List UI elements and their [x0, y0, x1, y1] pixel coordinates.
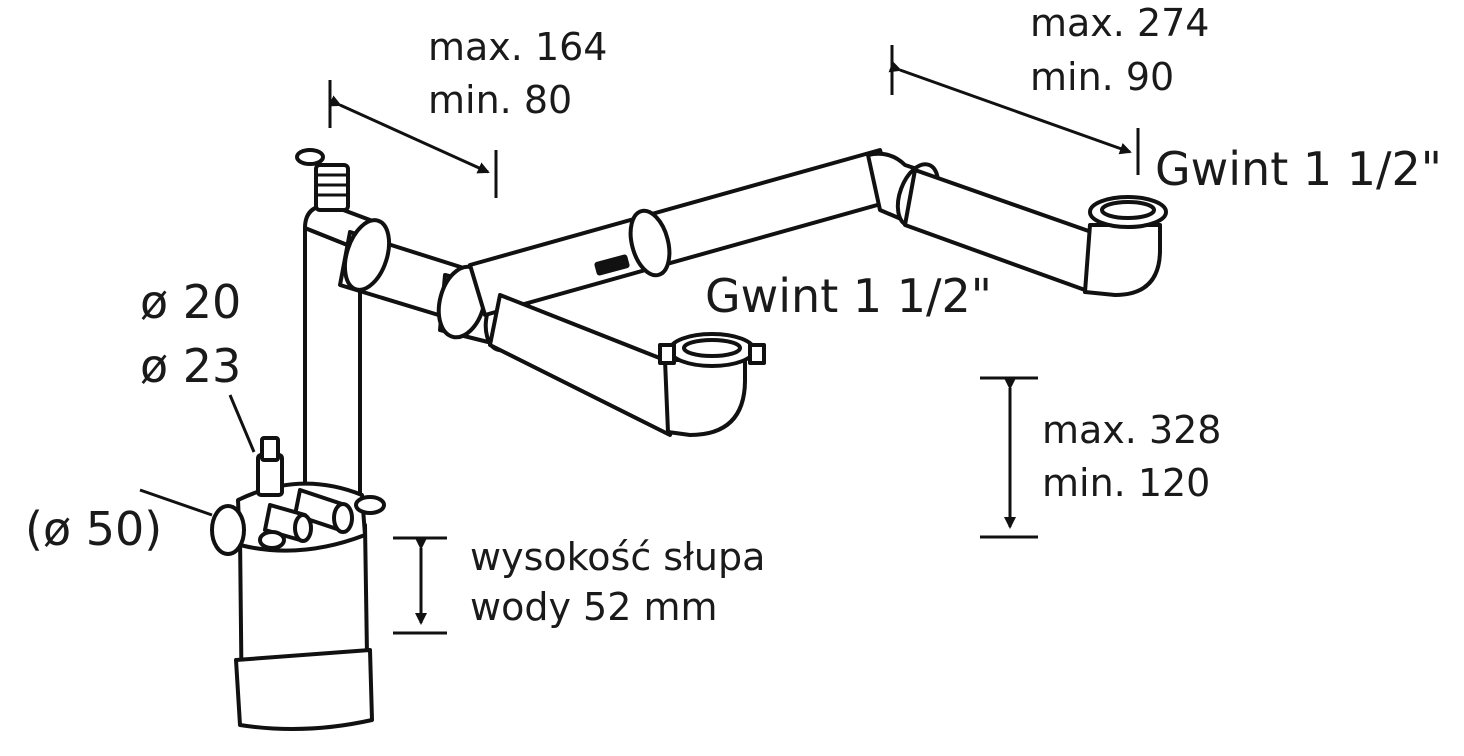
- height-max-label: max. 328: [1042, 408, 1221, 452]
- dimension-lines: [139, 45, 1140, 635]
- diameter-20-label: ø 20: [140, 275, 241, 329]
- left-span-arrow: [328, 95, 490, 174]
- right-thread-label: Gwint 1 1/2": [1155, 142, 1442, 196]
- diameter-23-label: ø 23: [140, 339, 241, 393]
- diameter-leader-line: [228, 394, 256, 453]
- right-span-min-label: min. 90: [1030, 55, 1174, 99]
- middle-thread-label: Gwint 1 1/2": [705, 269, 992, 323]
- right-span-max-label: max. 274: [1030, 1, 1209, 45]
- siphon-illustration: [210, 148, 1168, 731]
- height-min-label: min. 120: [1042, 461, 1210, 505]
- right-span-arrow: [888, 60, 1132, 155]
- left-span-min-label: min. 80: [428, 78, 572, 122]
- main-diameter-leader-line: [139, 488, 213, 517]
- water-column-line2: wody 52 mm: [470, 585, 717, 629]
- labels: max. 164 min. 80 max. 274 min. 90 Gwint …: [25, 1, 1442, 629]
- diameter-50-label: (ø 50): [25, 502, 162, 556]
- left-span-max-label: max. 164: [428, 25, 607, 69]
- water-column-line1: wysokość słupa: [470, 535, 765, 579]
